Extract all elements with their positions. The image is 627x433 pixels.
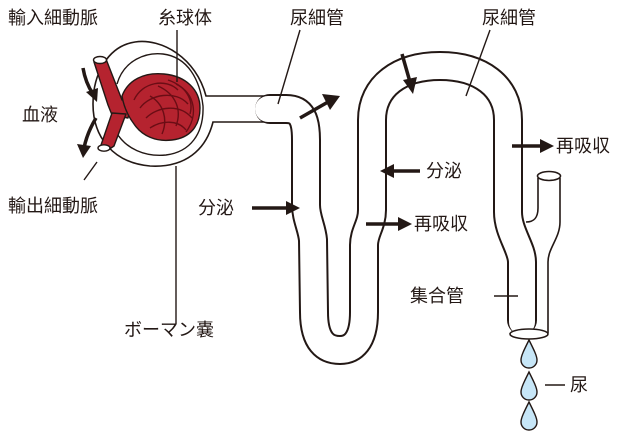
label-efferent-arteriole: 輸出細動脈 (8, 196, 98, 217)
label-reabsorption-1: 再吸収 (414, 214, 468, 235)
urine-drop-2 (521, 372, 537, 400)
collecting-duct-bottom-opening (510, 329, 548, 339)
label-urine: 尿 (570, 375, 588, 396)
blood-vessels (94, 57, 201, 152)
label-blood: 血液 (22, 105, 58, 126)
urine-drop-3 (521, 402, 537, 430)
blood-flow-arrows (77, 68, 98, 158)
renal-tubule (268, 66, 522, 350)
label-reabsorption-2: 再吸収 (556, 136, 610, 157)
label-renal-tubule-1: 尿細管 (290, 8, 344, 29)
label-secretion-1: 分泌 (198, 198, 234, 219)
label-bowmans-capsule: ボーマン嚢 (124, 320, 214, 341)
urine-drop-1 (521, 340, 537, 368)
label-collecting-duct: 集合管 (410, 286, 464, 307)
collecting-duct-top-opening (538, 172, 561, 181)
urine-drops (521, 340, 537, 430)
label-secretion-2: 分泌 (426, 161, 462, 182)
label-glomerulus: 糸球体 (158, 8, 212, 29)
label-afferent-arteriole: 輸入細動脈 (8, 8, 98, 29)
label-renal-tubule-2: 尿細管 (482, 8, 536, 29)
